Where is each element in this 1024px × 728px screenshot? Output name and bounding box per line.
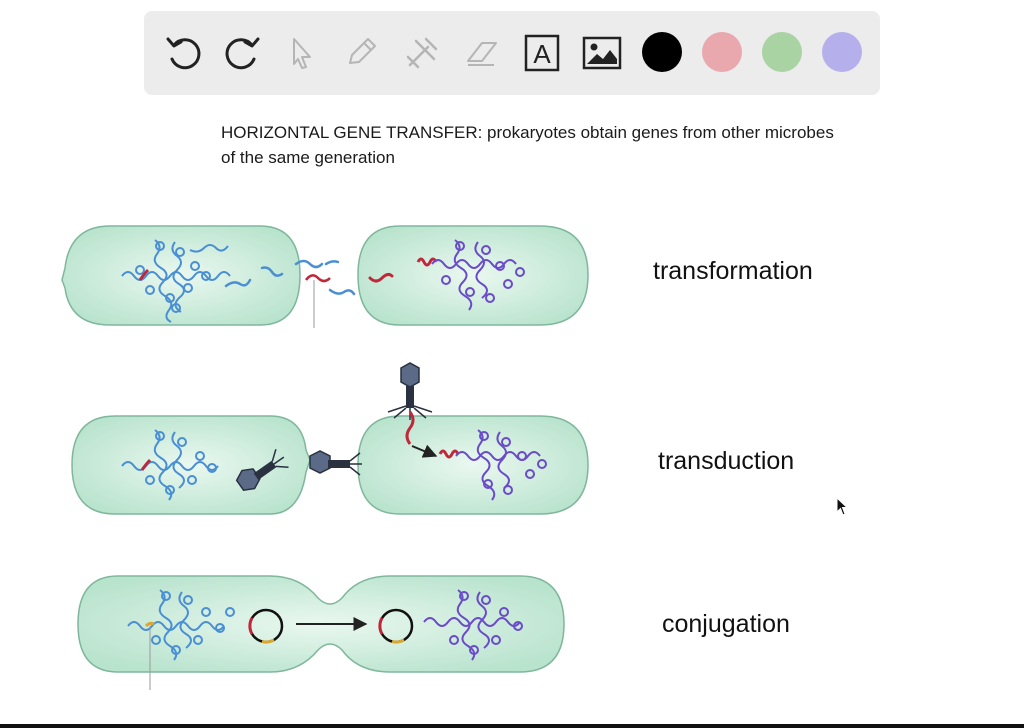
recipient-cell — [357, 415, 589, 515]
bottom-border — [0, 724, 1024, 728]
recipient-dna — [431, 239, 525, 311]
donor-red-gene — [140, 458, 152, 471]
recipient-plasmid-yellow-segment — [391, 638, 405, 644]
recipient-cell — [357, 225, 589, 326]
redo-button[interactable] — [218, 29, 266, 77]
text-button[interactable]: A — [518, 29, 566, 77]
pencil-icon — [349, 38, 376, 64]
recipient-red-gene — [438, 449, 460, 459]
donor-marker-gene — [144, 621, 155, 628]
text-icon: A — [524, 34, 560, 72]
transduction-row — [71, 362, 589, 515]
redo-icon — [225, 37, 260, 70]
donor-dna — [121, 429, 219, 501]
heading-line-2: of the same generation — [221, 148, 395, 167]
donor-dna — [127, 589, 235, 661]
phage-on-recipient — [387, 362, 433, 420]
recipient-red-gene — [416, 257, 438, 267]
color-pink-swatch[interactable] — [702, 32, 742, 72]
undo-icon — [166, 37, 201, 70]
conjugation-label: conjugation — [662, 610, 790, 638]
uptake-red-fragment — [305, 274, 331, 283]
transformation-label: transformation — [653, 257, 813, 285]
recipient-plasmid-red-segment — [378, 617, 384, 635]
image-button[interactable] — [578, 29, 626, 77]
eraser-button[interactable] — [458, 29, 506, 77]
tools-icon — [406, 37, 438, 69]
donor-plasmid-yellow-segment — [261, 638, 275, 644]
pointer-icon — [293, 38, 311, 69]
recipient-dna — [423, 589, 523, 661]
heading-line-1: HORIZONTAL GENE TRANSFER: prokaryotes ob… — [221, 123, 834, 142]
pencil-button[interactable] — [338, 29, 386, 77]
gene-transfer-diagram — [61, 225, 589, 690]
pointer-button[interactable] — [278, 29, 326, 77]
transformation-row — [61, 225, 589, 328]
page-heading: HORIZONTAL GENE TRANSFER: prokaryotes ob… — [221, 120, 921, 170]
transduction-arrow — [411, 444, 438, 458]
phage-between-cells — [309, 450, 362, 476]
undo-button[interactable] — [160, 29, 208, 77]
color-green-swatch[interactable] — [762, 32, 802, 72]
donor-dna — [121, 239, 231, 323]
transduction-label: transduction — [658, 447, 795, 475]
conjugation-row — [77, 575, 565, 690]
recipient-dna — [455, 429, 547, 501]
donor-red-gene — [138, 268, 150, 281]
drawing-toolbar: A — [144, 11, 880, 95]
injected-red-dna — [405, 411, 415, 445]
free-dna-fragments — [224, 259, 356, 296]
eraser-icon — [467, 42, 497, 66]
incoming-red-fragment — [368, 272, 394, 283]
donor-plasmid-red-segment — [248, 617, 254, 635]
text-icon-glyph: A — [533, 39, 551, 69]
color-black-swatch[interactable] — [642, 32, 682, 72]
phage-inside-donor — [235, 449, 289, 492]
color-lavender-swatch[interactable] — [822, 32, 862, 72]
mouse-cursor-icon — [836, 497, 848, 516]
tools-button[interactable] — [398, 29, 446, 77]
image-icon — [582, 36, 622, 70]
